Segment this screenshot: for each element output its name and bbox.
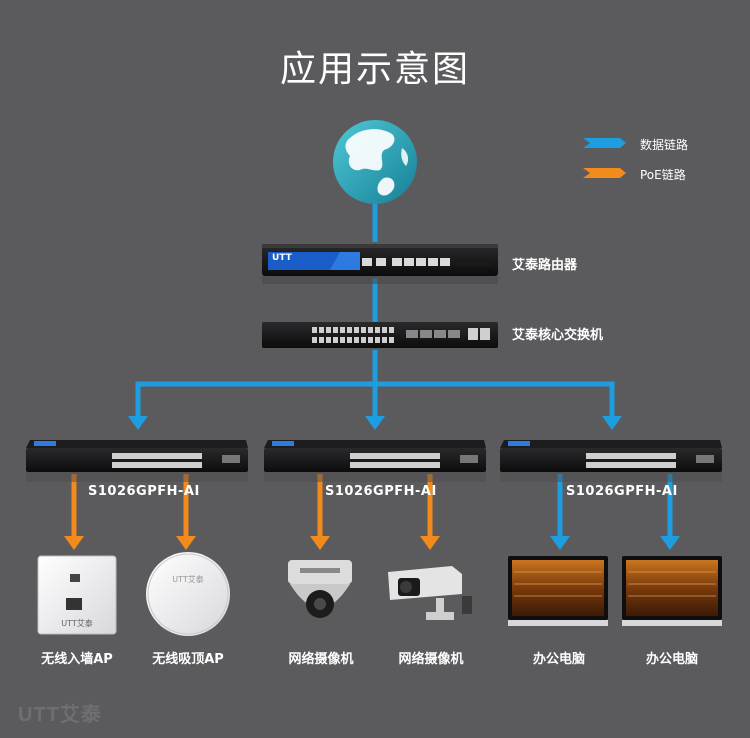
access-switch-1 (26, 440, 248, 482)
endpoint-label: 办公电脑 (532, 652, 585, 667)
data-arrowheads (128, 416, 680, 550)
page-title: 应用示意图 (279, 49, 470, 90)
endpoint-label: 无线吸顶AP (152, 652, 224, 667)
monitor-icon (508, 556, 608, 626)
legend-poe-arrow (583, 168, 626, 178)
data-links (135, 200, 673, 540)
router-device (262, 244, 498, 284)
ceiling-ap-icon (146, 552, 230, 636)
endpoint-label: 网络摄像机 (288, 652, 354, 667)
globe-icon (333, 120, 417, 204)
bullet-camera-icon (388, 566, 472, 620)
core-switch-label: 艾泰核心交换机 (512, 328, 604, 343)
wall-ap-mark: UTT艾泰 (61, 619, 93, 628)
router-label: 艾泰路由器 (512, 258, 578, 273)
poe-arrowheads (64, 536, 440, 550)
wall-ap-icon (37, 555, 117, 635)
switch-model-label: S1026GPFH-AI (325, 484, 437, 499)
router-brand: UTT (272, 253, 292, 263)
dome-camera-icon (288, 560, 352, 618)
access-switch-2 (264, 440, 486, 482)
legend-data-arrow (583, 138, 626, 148)
access-switch-3 (500, 440, 722, 482)
ceiling-ap-mark: UTT艾泰 (172, 575, 204, 584)
poe-links (71, 474, 433, 540)
endpoint-label: 办公电脑 (645, 652, 698, 667)
legend-data-label: 数据链路 (640, 138, 689, 152)
endpoint-label: 无线入墙AP (41, 652, 113, 667)
core-switch-device (262, 322, 498, 348)
endpoint-label: 网络摄像机 (398, 652, 464, 667)
switch-model-label: S1026GPFH-AI (566, 484, 678, 499)
monitor-icon (622, 556, 722, 626)
brand-watermark: UTT艾泰 (18, 704, 102, 726)
switch-model-label: S1026GPFH-AI (88, 484, 200, 499)
legend-poe-label: PoE链路 (640, 168, 686, 182)
